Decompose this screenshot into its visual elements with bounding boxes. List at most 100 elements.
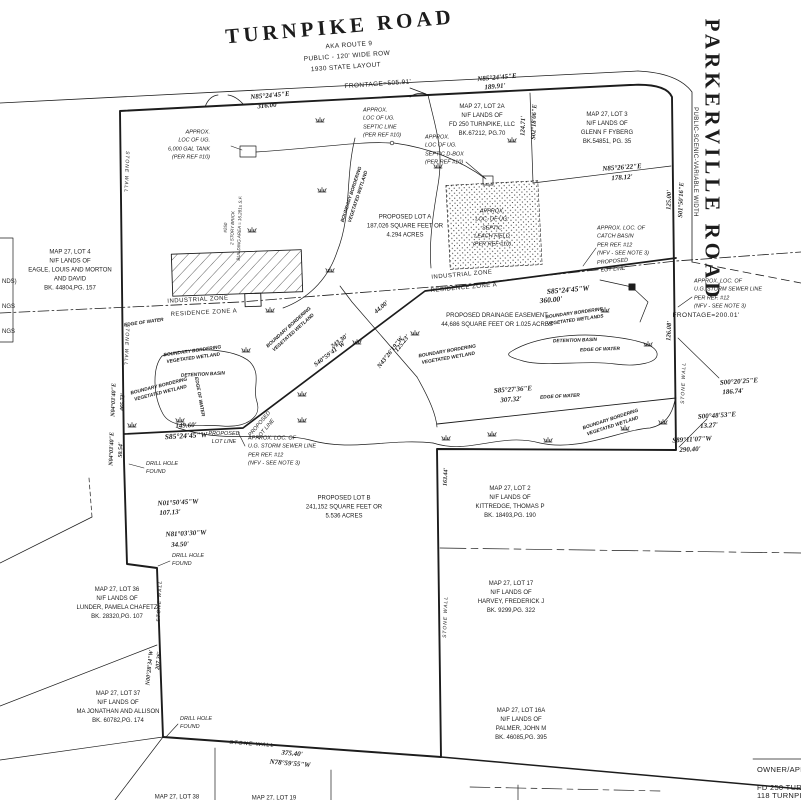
detention-basin-label: DETENTION BASIN (180, 371, 226, 379)
stone-wall-label: STONE WALL (442, 595, 450, 639)
edge-fragment: NGS (2, 304, 16, 311)
zone-label-residence: RESIDENCE ZONE A (170, 308, 238, 318)
distance: 186.74' (722, 386, 744, 397)
bearing: N85°26'22"E (602, 162, 642, 173)
edge-fragment: NDS) (2, 279, 17, 286)
owner-block-line: 118 TURNPI (757, 791, 801, 800)
distance: 290.40' (679, 444, 701, 455)
distance: 360.00' (539, 294, 563, 306)
monument-square (628, 283, 636, 291)
distance: 50.54' (117, 442, 125, 458)
leader-lines (128, 145, 720, 738)
distance: 44.00' (372, 299, 391, 316)
lot-38-label: MAP 27, LOT 38 (154, 794, 200, 800)
septic-dbox-note: APPROX.LOC OF UG.SEPTIC D-BOX(PER REF #1… (425, 134, 464, 166)
bearing: N04°03'40"E (110, 383, 118, 417)
turnpike-frontage: FRONTAGE=505.91' (344, 78, 412, 91)
edge-fragment: NGS (2, 329, 16, 336)
edge-of-water-label: EDGE OF WATER (579, 346, 620, 354)
zone-label-residence: RESIDENCE ZONE A (430, 282, 498, 294)
edge-of-water-label: EDGE OF WATER (539, 393, 581, 401)
bearing: N43°26'19"W (375, 335, 405, 370)
septic-line-note: APPROX.LOC OF UG.SEPTIC LINE(PER REF #10… (363, 107, 402, 139)
turnpike-aka-route: AKA ROUTE 9 (325, 40, 373, 51)
distance: 189.91' (484, 81, 506, 92)
distance: 178.12' (611, 172, 633, 183)
septic-utility-lines (255, 140, 487, 180)
distance: 126.08' (665, 320, 674, 341)
parcel-boundary (119, 83, 801, 790)
proposed-lot-line (123, 257, 677, 435)
distance: 107.13' (159, 507, 181, 518)
edge-of-water-label: EDGE OF WATER (192, 376, 205, 417)
owner-block-line: OWNER/APPL (757, 765, 801, 775)
bearing: N01°50'45"W (157, 497, 199, 508)
turnpike-layout-note: 1930 STATE LAYOUT (310, 61, 382, 74)
distance: 13.27' (699, 420, 719, 431)
bearing: S01°50'16"E (677, 182, 686, 218)
edge-of-water-label: EDGE OF WATER (123, 317, 164, 329)
stone-wall-label: STONE WALL (122, 323, 130, 367)
building-footprint (170, 249, 304, 308)
stone-wall-label: STONE WALL (680, 361, 688, 405)
zone-label-industrial: INDUSTRIAL ZONE (167, 295, 229, 305)
distance: 124.71' (519, 116, 528, 136)
bearing: S02°18'06"E (530, 104, 539, 140)
bearing: N81°03'30"W (165, 528, 207, 539)
leach-field-area (445, 180, 543, 270)
bearing: N04°03'40"E (108, 432, 116, 466)
tank-note: APPROX.LOC OF UG.6,000 GAL TANK(PER REF … (168, 129, 210, 161)
parkerville-road-title: PARKERVILLE ROAD (700, 18, 725, 302)
bearing: S89°11'07"W (672, 434, 712, 445)
underground-tank (239, 145, 257, 158)
bearing: S85°27'36"E (493, 384, 533, 395)
distance: 307.32' (500, 394, 522, 405)
bearing: S85°24'45"W (164, 430, 208, 442)
stone-wall-label: STONE WALL (122, 150, 130, 194)
distance: 125.00' (665, 190, 674, 210)
distance: 465.73' (119, 392, 127, 412)
lot-19-label: MAP 27, LOT 19 (251, 795, 297, 800)
distance: 163.44' (442, 467, 450, 487)
zone-boundary-line (0, 251, 801, 314)
bearing: N78°59'55"W (269, 757, 311, 770)
wetland-edge-lines (154, 279, 677, 447)
parkerville-frontage: FRONTAGE=200.01' (672, 311, 740, 319)
detention-basin-label: DETENTION BASIN (552, 337, 598, 345)
parkerville-width-note: PUBLIC-SCENIC-VARIABLE WIDTH (691, 107, 698, 217)
distance: 207.26' (155, 651, 164, 671)
abutter-lines (0, 92, 801, 800)
distance: 149.60' (175, 420, 197, 431)
distance: 34.50' (170, 539, 190, 549)
stone-wall-label: STONE WALL (229, 739, 275, 750)
